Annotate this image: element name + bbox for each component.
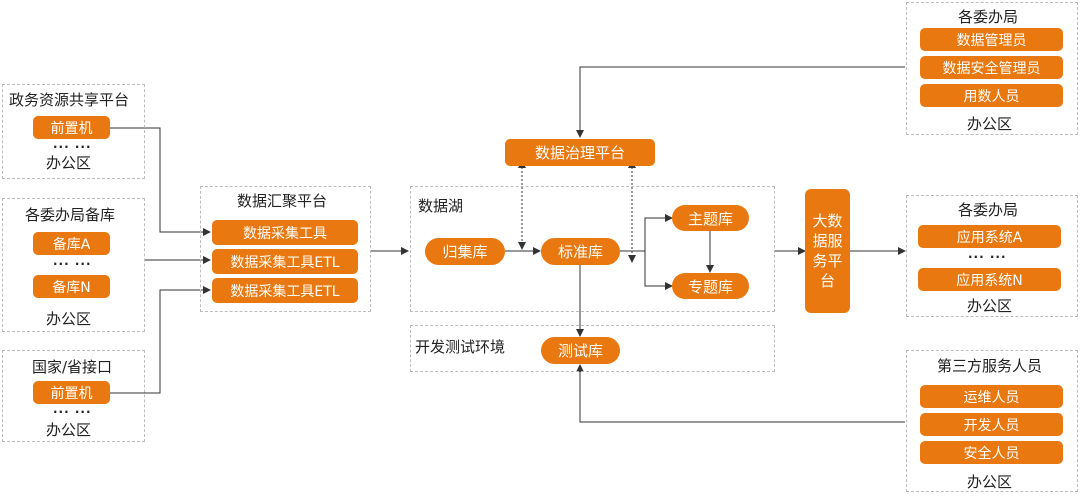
group-dev-test	[410, 325, 775, 372]
group-third-party-title: 第三方服务人员	[937, 357, 1043, 375]
group-bureau-apps-title: 各委办局	[958, 201, 1019, 219]
group-shared-platform	[2, 84, 145, 179]
ingest-db-node[interactable]: 归集库	[425, 238, 505, 265]
governance-platform-node[interactable]: 数据治理平台	[505, 139, 655, 166]
front-machine-node[interactable]: 前置机	[33, 116, 110, 139]
arrow-right-top-to-governance	[576, 66, 905, 138]
ellipsis: ··· ···	[968, 250, 1007, 264]
group-third-party-footer: 办公区	[967, 473, 1013, 491]
group-data-lake-title: 数据湖	[418, 197, 464, 215]
group-backup-db-footer: 办公区	[46, 310, 92, 328]
group-national-interface-footer: 办公区	[46, 421, 92, 439]
group-bureau-apps	[906, 195, 1078, 317]
theme-db-node[interactable]: 主题库	[672, 205, 749, 231]
ellipsis: ··· ···	[53, 405, 92, 419]
group-collect-platform	[200, 186, 371, 312]
collect-tool-etl-node[interactable]: 数据采集工具ETL	[212, 249, 358, 274]
app-system-n-node[interactable]: 应用系统N	[918, 268, 1061, 291]
bigdata-label-line: 台	[819, 272, 835, 290]
arrow-right-bot-to-test	[576, 364, 905, 423]
backup-db-n-node[interactable]: 备库N	[33, 275, 110, 298]
bigdata-label-line: 据服	[812, 232, 843, 250]
group-national-interface	[2, 350, 145, 442]
group-data-lake	[410, 186, 775, 312]
bigdata-label-line: 大数	[812, 212, 843, 230]
group-backup-db	[2, 198, 145, 332]
app-system-a-node[interactable]: 应用系统A	[918, 225, 1061, 248]
data-user-node[interactable]: 用数人员	[920, 84, 1063, 107]
collect-tool-node[interactable]: 数据采集工具	[212, 220, 358, 245]
group-bureau-users-title: 各委办局	[958, 8, 1019, 26]
backup-db-a-node[interactable]: 备库A	[33, 232, 110, 255]
standard-db-node[interactable]: 标准库	[541, 238, 620, 265]
front-machine-node[interactable]: 前置机	[33, 381, 110, 404]
bigdata-label-line: 务平	[812, 252, 843, 270]
group-dev-test-title: 开发测试环境	[415, 338, 506, 356]
group-third-party	[906, 350, 1078, 492]
security-staff-node[interactable]: 安全人员	[920, 441, 1063, 464]
group-bureau-users	[906, 2, 1078, 135]
test-db-node[interactable]: 测试库	[541, 337, 620, 364]
group-collect-platform-title: 数据汇聚平台	[237, 192, 328, 210]
data-admin-node[interactable]: 数据管理员	[920, 28, 1063, 51]
group-bureau-users-footer: 办公区	[967, 115, 1013, 133]
data-security-admin-node[interactable]: 数据安全管理员	[920, 56, 1063, 79]
group-shared-platform-footer: 办公区	[46, 154, 92, 172]
ops-staff-node[interactable]: 运维人员	[920, 385, 1063, 408]
bigdata-service-platform-node[interactable]: 大数 据服 务平 台	[805, 189, 850, 313]
group-backup-db-title: 各委办局备库	[25, 206, 116, 224]
collect-tool-etl-node[interactable]: 数据采集工具ETL	[212, 278, 358, 303]
dev-staff-node[interactable]: 开发人员	[920, 413, 1063, 436]
special-db-node[interactable]: 专题库	[672, 273, 749, 299]
group-shared-platform-title: 政务资源共享平台	[9, 91, 130, 109]
ellipsis: ··· ···	[53, 140, 92, 154]
ellipsis: ··· ···	[53, 257, 92, 271]
group-national-interface-title: 国家/省接口	[32, 358, 113, 376]
group-bureau-apps-footer: 办公区	[967, 297, 1013, 315]
